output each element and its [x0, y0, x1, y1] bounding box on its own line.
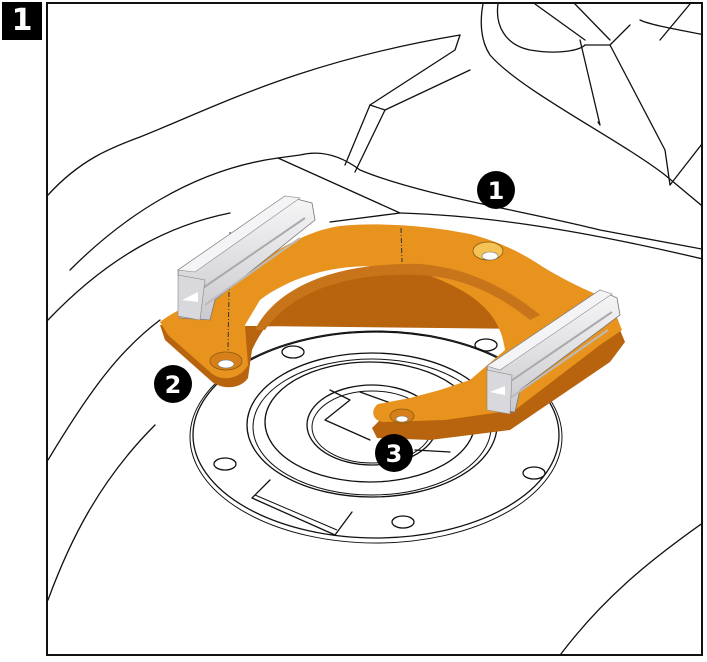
left-mounting-rail	[177, 195, 316, 321]
right-mounting-rail	[486, 289, 621, 415]
callout-2-label: 2	[165, 371, 182, 399]
mounting-hole-right	[389, 408, 415, 424]
mounting-hole-left	[209, 351, 243, 371]
callout-3-label: 3	[386, 440, 403, 468]
callout-1-label: 1	[488, 177, 505, 205]
step-number-badge: 1	[2, 2, 42, 40]
tank-outline	[48, 4, 701, 654]
mounting-hole-top	[472, 241, 504, 261]
callout-1: 1	[477, 171, 515, 209]
callout-3: 3	[375, 434, 413, 472]
callout-2: 2	[154, 365, 192, 403]
